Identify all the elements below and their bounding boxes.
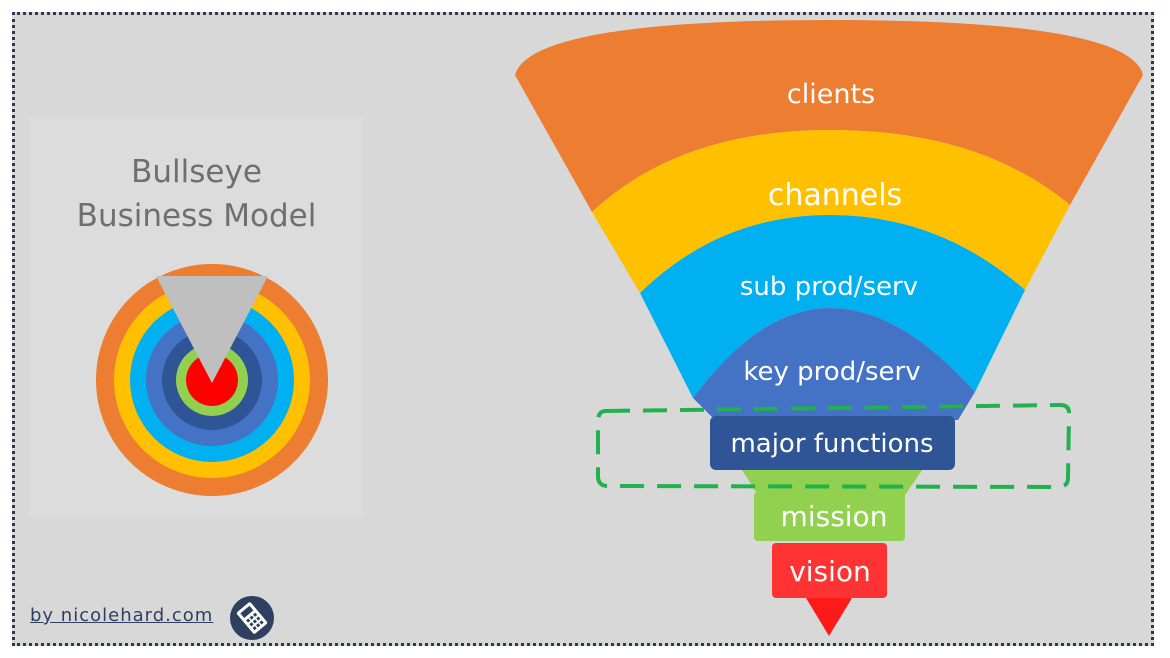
bullseye-target: [96, 264, 328, 496]
title-line-1: Bullseye: [131, 154, 262, 190]
funnel-layer-clients: [515, 20, 1143, 212]
highlight-dashed-box: [596, 402, 1072, 490]
funnel-label-mission: mission: [781, 500, 888, 533]
funnel-layer-sub-prod: [640, 215, 1025, 398]
funnel-layer-mission: [754, 492, 905, 541]
funnel-label-major-functions: major functions: [730, 429, 933, 459]
funnel-layer-vision: [772, 543, 887, 598]
funnel-label-sub-prod: sub prod/serv: [740, 272, 918, 302]
funnel-layer-major-functions: [710, 416, 955, 470]
funnel: [515, 20, 1143, 636]
calculator-icon: [230, 596, 274, 640]
funnel-label-key-prod: key prod/serv: [743, 357, 920, 387]
funnel-label-channels: channels: [768, 178, 902, 213]
funnel-connector-mission: [742, 470, 922, 495]
title-line-2: Business Model: [76, 198, 317, 234]
funnel-label-clients: clients: [787, 79, 875, 110]
funnel-layer-channels: [592, 130, 1070, 293]
bullseye-title: Bullseye Business Model: [30, 150, 363, 238]
funnel-tip: [806, 598, 852, 636]
funnel-layer-key-prod: [693, 308, 975, 420]
funnel-label-vision: vision: [789, 555, 871, 588]
bullseye-wedge: [156, 276, 268, 383]
credit-link[interactable]: by nicolehard.com: [30, 605, 214, 626]
